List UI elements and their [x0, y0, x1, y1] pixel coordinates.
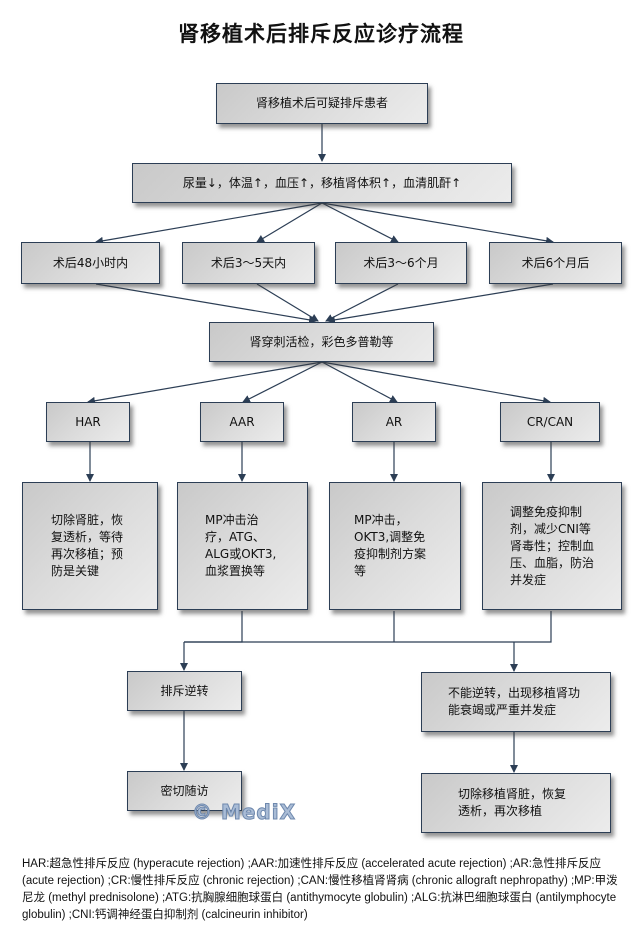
node-har: HAR [46, 402, 130, 442]
node-label: MP冲击治疗，ATG、ALG或OKT3,血浆置换等 [205, 513, 277, 578]
node-time-3-6m: 术后3～6个月 [335, 242, 467, 284]
edge-biopsy-aar [242, 361, 323, 403]
edge-symptoms-3-6m [321, 202, 399, 243]
edge-48h-biopsy [95, 283, 317, 324]
edge-merge-bus [184, 611, 243, 643]
node-cr-treatment: 调整免疫抑制剂，减少CNI等肾毒性；控制血压、血脂，防治并发症 [482, 482, 622, 610]
node-biopsy: 肾穿刺活检，彩色多普勒等 [209, 322, 434, 362]
node-aar-treatment: MP冲击治疗，ATG、ALG或OKT3,血浆置换等 [177, 482, 308, 610]
edge-biopsy-cr [321, 361, 551, 405]
node-label: 切除肾脏，恢复透析，等待再次移植；预防是关键 [51, 513, 124, 578]
node-time-3-5d: 术后3～5天内 [182, 242, 315, 284]
node-har-treatment: 切除肾脏，恢复透析，等待再次移植；预防是关键 [22, 482, 158, 610]
node-reversed: 排斥逆转 [127, 671, 242, 711]
node-symptoms: 尿量↓，体温↑，血压↑，移植肾体积↑，血清肌酐↑ [132, 163, 512, 203]
edge-symptoms-48h [95, 202, 323, 245]
flowchart-title: 肾移植术后排斥反应诊疗流程 [178, 22, 464, 46]
edge-3-5d-biopsy [256, 283, 319, 322]
node-label: 排斥逆转 [160, 683, 209, 698]
node-label: 调整免疫抑制剂，减少CNI等肾毒性；控制血压、血脂，防治并发症 [510, 504, 595, 587]
node-remove-graft: 切除移植肾脏，恢复透析，再次移植 [421, 773, 611, 833]
node-suspected-rejection: 肾移植术后可疑排斥患者 [216, 83, 428, 124]
node-label: 术后48小时内 [52, 255, 129, 270]
node-label: 术后3～6个月 [363, 255, 439, 270]
node-cr-can: CR/CAN [500, 402, 600, 442]
medix-watermark: © MediX [191, 800, 297, 825]
node-label: 不能逆转，出现移植肾功能衰竭或严重并发症 [448, 686, 581, 717]
edge-3-6m-biopsy [325, 283, 399, 322]
node-follow-up: 密切随访 [127, 771, 242, 811]
node-ar: AR [352, 402, 436, 442]
edge-biopsy-ar [321, 361, 398, 403]
node-aar: AAR [200, 402, 284, 442]
abbreviation-footnote: HAR:超急性排斥反应 (hyperacute rejection) ;AAR:… [22, 858, 618, 921]
edge-biopsy-har [87, 361, 323, 405]
node-label: 切除移植肾脏，恢复透析，再次移植 [458, 787, 567, 818]
node-not-reversed: 不能逆转，出现移植肾功能衰竭或严重并发症 [421, 672, 611, 732]
node-label: 密切随访 [160, 783, 209, 798]
node-label: 肾移植术后可疑排斥患者 [255, 96, 388, 110]
edge-symptoms-3-5d [256, 202, 323, 243]
node-time-6m: 术后6个月后 [489, 242, 622, 284]
node-label: MP冲击，OKT3,调整免疫抑制剂方案等 [354, 513, 427, 578]
node-label: 肾穿刺活检，彩色多普勒等 [249, 334, 394, 349]
node-label: HAR [75, 414, 101, 429]
node-label: 术后3～5天内 [210, 255, 287, 270]
edge-6m-biopsy [327, 283, 554, 324]
node-label: 术后6个月后 [521, 255, 590, 270]
node-label: AAR [229, 414, 255, 429]
node-label: 尿量↓，体温↑，血压↑，移植肾体积↑，血清肌酐↑ [182, 175, 462, 190]
edge-symptoms-6m [321, 202, 554, 245]
node-ar-treatment: MP冲击，OKT3,调整免疫抑制剂方案等 [329, 482, 461, 610]
node-label: CR/CAN [526, 414, 574, 429]
node-time-48h: 术后48小时内 [21, 242, 160, 284]
node-label: AR [385, 414, 403, 429]
